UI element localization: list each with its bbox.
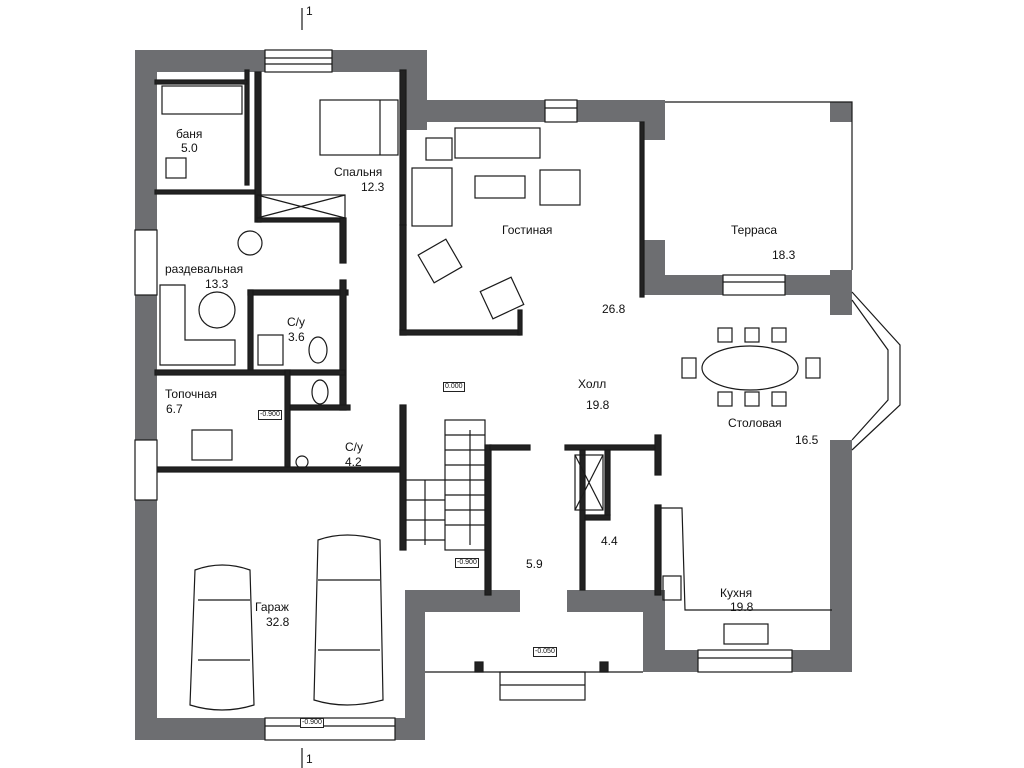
room-living-name: Гостиная bbox=[502, 223, 553, 237]
room-terrace-area: 18.3 bbox=[772, 248, 796, 262]
room-storage-area: 4.4 bbox=[601, 534, 618, 548]
room-garage-name: Гараж bbox=[255, 600, 289, 614]
level-furnace: -0.900 bbox=[258, 410, 282, 420]
level-porch: -0.050 bbox=[533, 647, 557, 657]
room-bedroom-name: Спальня bbox=[334, 165, 383, 179]
room-wc2-area: 4.2 bbox=[345, 455, 362, 469]
room-dressing-area: 13.3 bbox=[205, 277, 229, 291]
section-mark-top: 1 bbox=[306, 4, 313, 18]
room-wc1-name: С/у bbox=[287, 315, 305, 329]
room-kitchen-area: 19.8 bbox=[730, 600, 754, 614]
room-hall-area: 19.8 bbox=[586, 398, 610, 412]
room-dining-name: Столовая bbox=[728, 416, 782, 430]
room-furnace-area: 6.7 bbox=[166, 402, 183, 416]
section-mark-bottom: 1 bbox=[306, 752, 313, 766]
level-hall: 0.000 bbox=[443, 382, 465, 392]
room-banya-name: баня bbox=[176, 127, 203, 141]
room-hall-name: Холл bbox=[578, 377, 607, 391]
room-pantry-area: 5.9 bbox=[526, 557, 543, 571]
room-dressing-name: раздевальная bbox=[165, 262, 244, 276]
room-kitchen-name: Кухня bbox=[720, 586, 753, 600]
room-furnace-name: Топочная bbox=[165, 387, 218, 401]
level-stair: -0.900 bbox=[455, 558, 479, 568]
room-garage-area: 32.8 bbox=[266, 615, 290, 629]
interior-lines bbox=[134, 8, 901, 768]
room-banya-area: 5.0 bbox=[181, 141, 198, 155]
room-wc1-area: 3.6 bbox=[288, 330, 305, 344]
room-bedroom-area: 12.3 bbox=[361, 180, 385, 194]
room-wc2-name: С/у bbox=[345, 440, 363, 454]
room-dining-area: 16.5 bbox=[795, 433, 819, 447]
exterior-walls bbox=[135, 50, 852, 740]
level-garage: -0.900 bbox=[300, 718, 324, 728]
room-terrace-name: Терраса bbox=[731, 223, 778, 237]
room-living-area: 26.8 bbox=[602, 302, 626, 316]
